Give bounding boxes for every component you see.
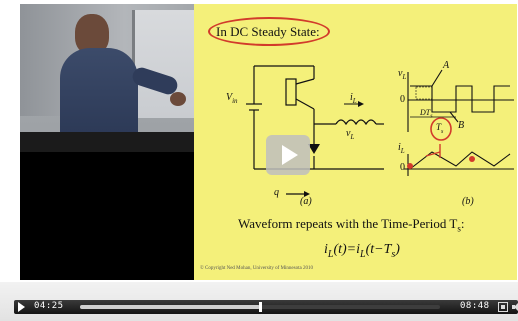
current-time: 04:25	[34, 301, 64, 311]
label-zero-1: 0	[400, 94, 405, 105]
label-a: A	[443, 60, 450, 71]
lecturer-camera	[20, 4, 194, 152]
label-ts: Ts	[436, 122, 444, 135]
camera-desk	[20, 132, 194, 152]
label-il: iL	[350, 92, 357, 105]
slide-caption: Waveform repeats with the Time-Period Ts…	[238, 216, 465, 234]
volume-icon[interactable]	[512, 302, 518, 312]
lecturer-head	[75, 14, 109, 54]
control-bar-strip: 04:25 08:48	[14, 300, 518, 314]
video-frame[interactable]: In DC Steady State: Vin iL vL q (a) (b) …	[20, 4, 517, 280]
lecturer-body	[60, 48, 138, 138]
label-fig-b: (b)	[462, 196, 474, 207]
play-button[interactable]	[18, 302, 25, 312]
seek-bar-handle[interactable]	[259, 302, 262, 312]
diode-icon	[308, 144, 320, 154]
slide-title: In DC Steady State:	[216, 24, 320, 39]
label-il-axis: iL	[398, 142, 405, 155]
label-vin: Vin	[226, 92, 238, 105]
seek-bar[interactable]	[80, 302, 440, 312]
label-vl: vL	[346, 128, 355, 141]
label-fig-a: (a)	[300, 196, 312, 207]
label-zero-2: 0	[400, 162, 405, 173]
slide-copyright: © Copyright Ned Mohan, University of Min…	[200, 266, 313, 271]
slide-formula: iL(t)=iL(t−Ts)	[324, 242, 400, 260]
play-overlay-button[interactable]	[266, 135, 310, 175]
label-b: B	[458, 120, 465, 131]
label-q: q	[274, 187, 279, 198]
label-dts: DTs	[420, 108, 433, 120]
title-highlight-oval	[208, 17, 330, 46]
lecturer-hand	[170, 92, 186, 106]
lecture-slide: In DC Steady State: Vin iL vL q (a) (b) …	[194, 4, 517, 280]
circuit-diagram	[246, 65, 514, 197]
fullscreen-icon[interactable]	[498, 302, 508, 312]
label-vl-axis: vL	[398, 68, 407, 81]
control-bar: 04:25 08:48	[0, 282, 518, 321]
seek-bar-progress	[80, 305, 260, 309]
duration-time: 08:48	[460, 301, 490, 311]
